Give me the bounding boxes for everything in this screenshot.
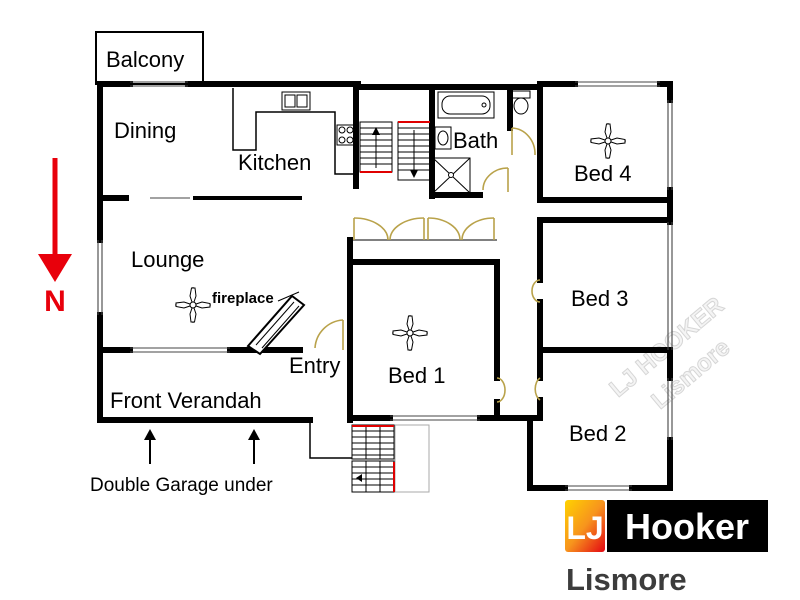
walls bbox=[97, 81, 673, 491]
kitchen-counters bbox=[232, 88, 356, 175]
room-label-bed3: Bed 3 bbox=[571, 286, 629, 311]
logo-office: Lismore bbox=[566, 562, 687, 597]
room-label-entry: Entry bbox=[289, 353, 340, 378]
agency-logo: LJ Hooker Lismore bbox=[565, 500, 768, 597]
arrow-up-icon bbox=[248, 429, 260, 464]
compass-label: N bbox=[44, 285, 66, 318]
stairs-icon bbox=[351, 424, 430, 493]
verandah-edge bbox=[309, 420, 352, 459]
room-label-lounge: Lounge bbox=[131, 247, 204, 272]
room-label-dining: Dining bbox=[114, 118, 176, 143]
fireplace-icon bbox=[246, 291, 306, 356]
logo-brand-background bbox=[607, 500, 768, 552]
ceiling-fan-icon bbox=[391, 314, 429, 352]
ceiling-fan-icon bbox=[589, 122, 627, 160]
arrow-up-icon bbox=[144, 429, 156, 464]
room-labels: Balcony Dining Kitchen Bath Bed 4 Lounge… bbox=[90, 47, 632, 496]
fireplace-label: fireplace bbox=[212, 290, 274, 307]
balcony-outline bbox=[95, 31, 204, 85]
logo-brand: Hooker bbox=[625, 506, 749, 547]
door-swings bbox=[314, 127, 541, 403]
garage-note: Double Garage under bbox=[90, 475, 273, 496]
room-label-bed2: Bed 2 bbox=[569, 421, 627, 446]
sink-icon bbox=[281, 91, 311, 111]
garage-arrows bbox=[144, 429, 260, 464]
stove-icon bbox=[336, 124, 356, 146]
toilet-icon bbox=[511, 90, 531, 115]
shower-icon bbox=[432, 157, 471, 194]
room-label-kitchen: Kitchen bbox=[238, 150, 311, 175]
logo-mark-background bbox=[565, 500, 605, 552]
windows bbox=[97, 81, 673, 491]
basin-icon bbox=[434, 126, 452, 150]
ceiling-fan-icon bbox=[174, 286, 212, 324]
room-label-bed1: Bed 1 bbox=[388, 363, 446, 388]
room-label-bed4: Bed 4 bbox=[574, 161, 632, 186]
logo-mark: LJ bbox=[566, 510, 603, 546]
room-label-front-verandah: Front Verandah bbox=[110, 388, 262, 413]
room-label-balcony: Balcony bbox=[106, 47, 184, 72]
stairs-icon bbox=[359, 121, 431, 181]
bathtub-icon bbox=[437, 91, 495, 119]
north-arrow: N bbox=[38, 158, 72, 318]
room-label-bath: Bath bbox=[453, 128, 498, 153]
